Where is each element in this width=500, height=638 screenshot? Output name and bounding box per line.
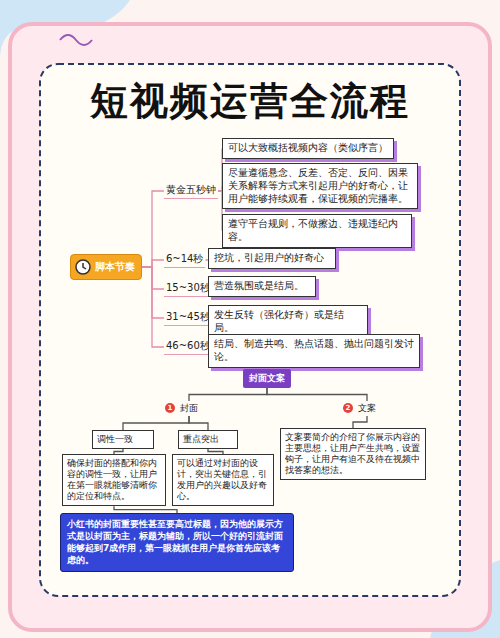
squiggle <box>60 35 92 45</box>
node-text: 31~45秒 <box>166 310 210 324</box>
node-text: 封面文案 <box>249 372 285 385</box>
note-box: 可以大致概括视频内容（类似序言） <box>222 138 394 159</box>
branch-label: 黄金五秒钟 <box>164 183 218 199</box>
connector <box>123 416 189 430</box>
node-text: 调性一致 <box>97 434 149 445</box>
connector <box>142 191 164 267</box>
note-box: 结局、制造共鸣、热点话题、抛出问题引发讨论。 <box>208 334 420 368</box>
text-box: 确保封面的搭配和你内容的调性一致，让用户在第一眼就能够清晰你的定位和特点。 <box>62 454 166 506</box>
node-text: 封面 <box>180 402 198 415</box>
note-box: 挖坑，引起用户的好奇心 <box>208 248 336 269</box>
connector <box>142 267 164 289</box>
note-box: 营造氛围或是结局。 <box>208 276 316 297</box>
center-box: 封面文案 <box>243 369 291 388</box>
node-text: 重点突出 <box>183 434 233 445</box>
clock-icon <box>75 259 91 275</box>
node-text: 文案 <box>358 402 376 415</box>
connector <box>189 388 267 401</box>
connector <box>189 416 208 430</box>
node-text: 遵守平台规则，不做擦边、违规违纪内容。 <box>228 218 406 244</box>
node-text: 挖坑，引起用户的好奇心 <box>214 252 330 265</box>
node-text: 小红书的封面重要性甚至要高过标题，因为他的展示方式是以封面为主，标题为辅助，所以… <box>67 518 287 567</box>
node-text: 脚本节奏 <box>95 260 135 274</box>
branch-label: 31~45秒 <box>164 310 212 326</box>
branch-label: 15~30秒 <box>164 281 212 297</box>
sub-box: 重点突出 <box>178 430 238 449</box>
node-text: 6~14秒 <box>166 252 203 266</box>
text-box: 可以通过对封面的设计，突出关键信息，引发用户的兴趣以及好奇心。 <box>172 454 274 506</box>
branch-label: 文案 <box>356 401 378 416</box>
connector <box>353 416 367 428</box>
connector <box>142 267 164 318</box>
node-text: 可以大致概括视频内容（类似序言） <box>228 142 388 155</box>
node-text: 确保封面的搭配和你内容的调性一致，让用户在第一眼就能够清晰你的定位和特点。 <box>67 458 161 502</box>
root-box: 脚本节奏 <box>70 254 142 280</box>
node-text: 黄金五秒钟 <box>166 183 216 197</box>
highlight-box: 小红书的封面重要性甚至要高过标题，因为他的展示方式是以封面为主，标题为辅助，所以… <box>60 513 294 572</box>
node-text: 15~30秒 <box>166 281 210 295</box>
connector <box>142 260 164 267</box>
note-box: 遵守平台规则，不做擦边、违规违纪内容。 <box>222 214 412 248</box>
node-text: 可以通过对封面的设计，突出关键信息，引发用户的兴趣以及好奇心。 <box>177 458 269 502</box>
inner-card <box>40 64 460 596</box>
callout-number: 1 <box>165 403 175 413</box>
title: 短视频运营全流程 <box>0 76 500 127</box>
sub-box: 调性一致 <box>92 430 154 449</box>
branch-label: 46~60秒 <box>164 339 212 355</box>
connector <box>142 267 164 347</box>
text-box: 文案要简介的介绍了你展示内容的主要思想，让用户产生共鸣，设置钩子，让用户有迫不及… <box>280 428 426 480</box>
node-text: 结局、制造共鸣、热点话题、抛出问题引发讨论。 <box>214 338 414 364</box>
node-text: 营造氛围或是结局。 <box>214 280 310 293</box>
node-text: 文案要简介的介绍了你展示内容的主要思想，让用户产生共鸣，设置钩子，让用户有迫不及… <box>285 432 421 476</box>
node-text: 发生反转（强化好奇）或是结局。 <box>214 309 362 335</box>
connector <box>114 506 177 513</box>
callout-number: 2 <box>343 403 353 413</box>
branch-label: 封面 <box>178 401 200 416</box>
node-text: 46~60秒 <box>166 339 210 353</box>
node-text: 尽量遵循悬念、反差、否定、反问、因果关系解释等方式来引起用户的好奇心，让用户能够… <box>228 167 412 205</box>
branch-label: 6~14秒 <box>164 252 205 268</box>
connector <box>267 388 367 401</box>
note-box: 尽量遵循悬念、反差、否定、反问、因果关系解释等方式来引起用户的好奇心，让用户能够… <box>222 163 418 209</box>
